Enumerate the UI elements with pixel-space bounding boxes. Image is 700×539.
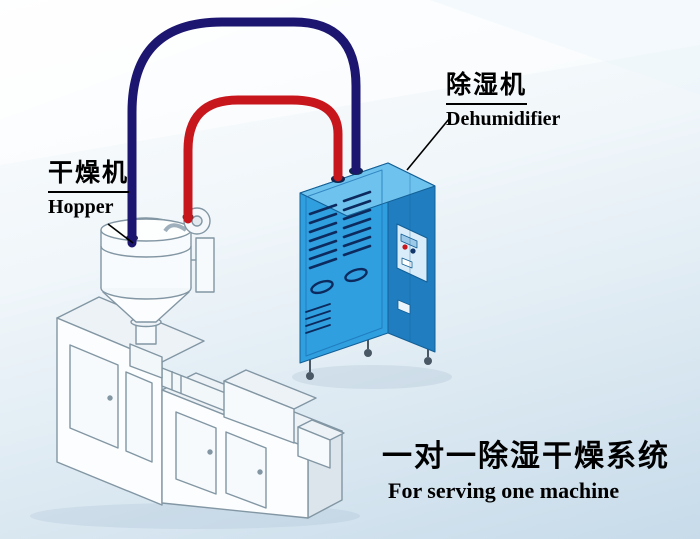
side-sticker: [397, 299, 411, 315]
control-panel: [396, 223, 428, 283]
blower-column: [195, 237, 215, 293]
leader-line-hopper: [107, 223, 134, 244]
leader-line-dehumidifier: [406, 118, 450, 171]
hopper-pedestal: [129, 343, 163, 379]
bed-door-panel-1: [175, 411, 217, 495]
hopper-lid-rim: [100, 218, 192, 242]
blower-hose: [163, 223, 188, 233]
dehumidifier-label-cn: 除湿机: [446, 71, 528, 105]
hopper-band: [100, 245, 192, 258]
indicator-light-red: [402, 244, 408, 250]
gearbox-door-panel: [69, 344, 119, 449]
dehumidifier-cabinet: [299, 162, 436, 380]
lower-vent-grid: [305, 303, 331, 334]
hopper-dryer: [100, 207, 215, 345]
system-title: 一对一除湿干燥系统 For serving one machine: [382, 440, 670, 503]
pipe-navy: [127, 17, 361, 248]
hopper-label-en: Hopper: [48, 195, 114, 218]
gearbox-side-panel: [125, 371, 153, 463]
panel-button: [401, 257, 413, 269]
dehumidifier-label: 除湿机 Dehumidifier: [446, 71, 561, 130]
door-handle: [107, 395, 113, 401]
pipe-red: [183, 95, 343, 224]
blower-hub: [191, 215, 203, 227]
hopper-label-cn: 干燥机: [48, 159, 130, 193]
dehumidifier-label-en: Dehumidifier: [446, 107, 561, 130]
casters: [306, 340, 432, 380]
bed-door-panel-2: [225, 431, 267, 509]
vent-slats: [308, 190, 372, 270]
heater-box-front: [223, 380, 295, 444]
cabinet-door-seam: [305, 169, 383, 357]
extruder-machine: [56, 296, 345, 519]
die-box-front: [297, 426, 331, 469]
hopper-label: 干燥机 Hopper: [48, 159, 130, 218]
system-title-en: For serving one machine: [388, 477, 620, 503]
indicator-light-dark: [410, 248, 416, 254]
oval-vents: [310, 267, 368, 295]
door-handle: [207, 449, 213, 455]
system-title-cn: 一对一除湿干燥系统: [382, 440, 670, 473]
background-sheen: [0, 0, 700, 165]
door-handle: [257, 469, 263, 475]
panel-display: [400, 233, 418, 249]
